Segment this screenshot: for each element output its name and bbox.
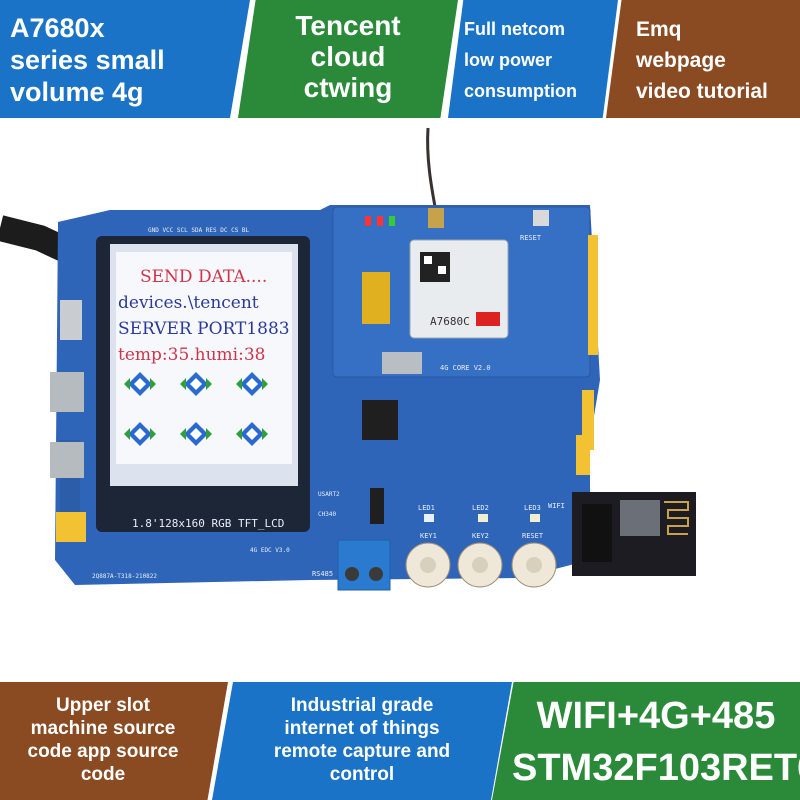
header-pins: [576, 435, 590, 475]
banner-source-code: Upper slot machine source code app sourc…: [0, 682, 228, 800]
led-1: [424, 514, 434, 522]
banner-line: Emq: [636, 18, 682, 41]
banner-line: Tencent: [295, 10, 401, 41]
lcd-header-pins: GND VCC SCL SDA RES DC CS BL: [148, 227, 250, 234]
banner-series: A7680x series small volume 4g: [0, 0, 250, 118]
header-pins: [588, 235, 598, 355]
ch340-label: CH340: [318, 511, 336, 518]
core-reset-button: [533, 210, 549, 226]
reset-label: RESET: [522, 532, 544, 540]
led-2: [478, 514, 488, 522]
wifi-pin-header: [582, 504, 612, 562]
banner-emq: Emq webpage video tutorial: [606, 0, 800, 118]
rs485-terminal: [337, 539, 391, 591]
tencent-logo-row: [124, 372, 268, 396]
banner-line: Full netcom: [464, 19, 566, 39]
banner-line: ctwing: [303, 72, 393, 103]
banner-line: control: [329, 764, 395, 785]
tencent-logo-row: [124, 422, 268, 446]
ic-chip: [370, 488, 384, 524]
usb-port: [50, 442, 84, 478]
core-reset-label: RESET: [520, 234, 542, 242]
lcd-line-devices: devices.\tencent: [118, 293, 259, 313]
lcd-line-temp: temp:35.humi:38: [118, 345, 265, 365]
usart-label: USART2: [318, 491, 340, 498]
power-header: [56, 512, 86, 542]
antenna-connector: [428, 208, 444, 228]
status-led: [365, 216, 371, 226]
core-label: 4G CORE V2.0: [440, 364, 491, 372]
rs485-label: RS485: [312, 570, 333, 578]
dev-board-photo: A7680C 4G CORE V2.0 RESET SEND DATA.... …: [0, 127, 696, 591]
banner-cloud: Tencent cloud ctwing: [238, 0, 458, 118]
banner-line: STM32F103RET6: [512, 747, 800, 789]
switch: [60, 300, 82, 340]
led-2-label: LED2: [472, 504, 489, 512]
led-1-label: LED1: [418, 504, 435, 512]
led-3: [530, 514, 540, 522]
banner-line: machine source: [30, 718, 176, 739]
micro-usb-port: [382, 352, 422, 374]
banner-line: internet of things: [284, 718, 440, 739]
wifi-label: WIFI: [548, 502, 565, 510]
status-led: [389, 216, 395, 226]
banner-line: video tutorial: [636, 80, 768, 103]
led-group: LED1 LED2 LED3: [418, 504, 541, 522]
banner-line: low power: [464, 50, 553, 70]
banner-line: Upper slot: [56, 695, 150, 716]
banner-line: WIFI+4G+485: [536, 695, 776, 737]
antenna-cable: [426, 127, 438, 213]
lcd-caption: 1.8'128x160 RGB TFT_LCD: [132, 517, 284, 530]
wifi-shield: [620, 500, 660, 536]
wifi-antenna-trace: [664, 501, 689, 535]
key2-label: KEY2: [472, 532, 489, 540]
led-3-label: LED3: [524, 504, 541, 512]
banner-industrial-iot: Industrial grade internet of things remo…: [212, 682, 512, 800]
banner-netcom: Full netcom low power consumption: [448, 0, 618, 118]
capacitor: [362, 272, 390, 324]
banner-line: series small: [10, 45, 165, 75]
status-led: [377, 216, 383, 226]
ic-chip: [362, 400, 398, 440]
banner-line: code: [80, 764, 126, 785]
banner-line: A7680x: [10, 13, 105, 43]
key1-label: KEY1: [420, 532, 437, 540]
banner-line: remote capture and: [273, 741, 451, 762]
banner-specs: WIFI+4G+485 STM32F103RET6: [492, 682, 800, 800]
board-version: 4G EDC V3.0: [250, 547, 290, 554]
banner-line: code app source: [27, 741, 179, 762]
banner-line: Industrial grade: [290, 695, 434, 716]
usb-port: [50, 372, 84, 412]
banner-line: consumption: [464, 81, 577, 101]
banner-line: volume 4g: [10, 77, 144, 107]
banner-line: cloud: [310, 41, 386, 72]
module-label: A7680C: [430, 315, 470, 328]
lcd-line-send-data: SEND DATA....: [140, 267, 267, 287]
board-serial: 2Q887A-T318-210822: [92, 573, 157, 580]
module-logo: [476, 312, 500, 326]
key-buttons: KEY1 KEY2 RESET: [405, 532, 557, 588]
lcd-line-server: SERVER PORT1883: [118, 319, 290, 339]
banner-line: webpage: [636, 49, 726, 72]
